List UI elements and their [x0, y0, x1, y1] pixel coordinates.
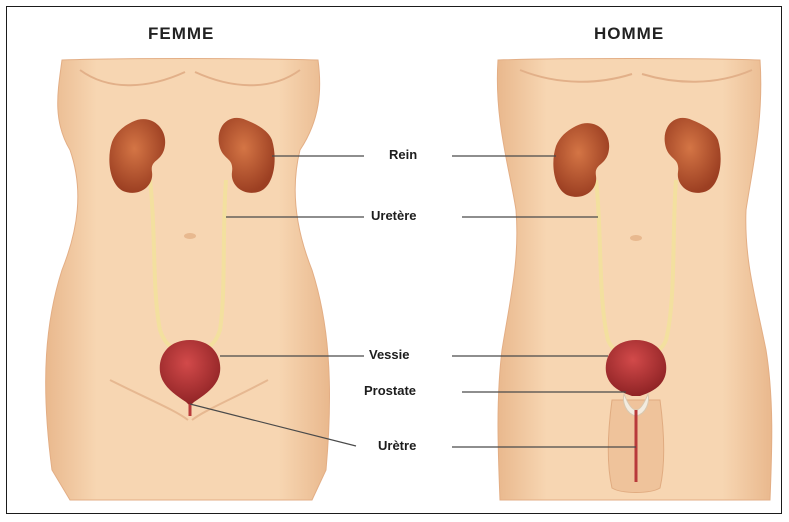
female-heading: FEMME: [148, 24, 214, 44]
label-prostate: Prostate: [364, 383, 416, 398]
label-ureter: Uretère: [371, 208, 417, 223]
male-heading: HOMME: [594, 24, 664, 44]
label-urethra: Urètre: [378, 438, 416, 453]
label-bladder: Vessie: [369, 347, 410, 362]
label-kidney: Rein: [389, 147, 417, 162]
